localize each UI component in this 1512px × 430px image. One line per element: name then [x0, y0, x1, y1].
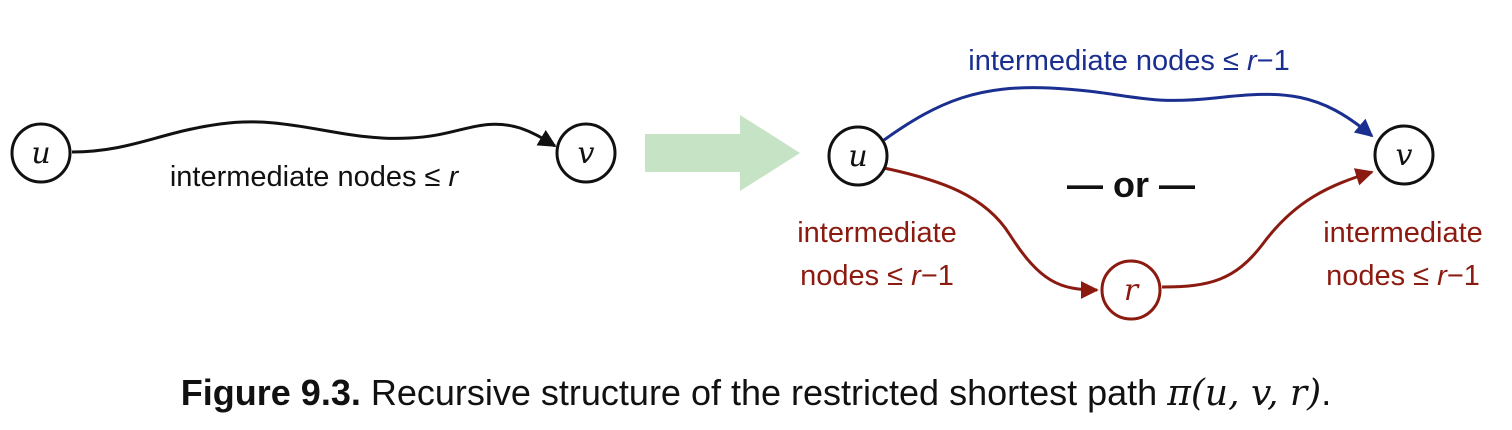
- left-node-u: u: [10, 122, 72, 184]
- right-edge-r-to-v: [1161, 168, 1374, 289]
- right-left-edge-label-line1: intermediate: [797, 217, 957, 249]
- left-node-v-label: v: [578, 136, 595, 171]
- left-node-u-label: u: [31, 136, 50, 171]
- right-node-r: r: [1100, 259, 1162, 321]
- right-node-u-label: u: [848, 139, 867, 174]
- right-node-v: v: [1373, 124, 1435, 186]
- or-separator: — or —: [1067, 164, 1195, 205]
- right-top-edge-label: intermediate nodes ≤ r−1: [968, 45, 1289, 77]
- right-node-u: u: [827, 125, 889, 187]
- left-edge-u-to-v: [71, 120, 557, 154]
- right-edge-u-to-v-top: [883, 86, 1374, 142]
- right-right-edge-label-line2: nodes ≤ r−1: [1326, 260, 1480, 292]
- transition-arrow: [645, 115, 800, 191]
- right-right-edge-label-line1: intermediate: [1323, 217, 1483, 249]
- caption-text: Recursive structure of the restricted sh…: [361, 372, 1167, 413]
- figure-number: Figure 9.3.: [181, 372, 361, 413]
- left-node-v: v: [555, 122, 617, 184]
- left-edge-label: intermediate nodes ≤ r: [170, 161, 460, 193]
- right-left-edge-label-line2: nodes ≤ r−1: [800, 260, 954, 292]
- caption-math: π(u, v, r): [1166, 373, 1321, 414]
- right-node-v-label: v: [1396, 138, 1413, 173]
- right-edge-u-to-r: [883, 166, 1099, 299]
- caption-end: .: [1321, 372, 1331, 413]
- right-node-r-label: r: [1124, 273, 1140, 308]
- figure-caption: Figure 9.3. Recursive structure of the r…: [181, 372, 1331, 414]
